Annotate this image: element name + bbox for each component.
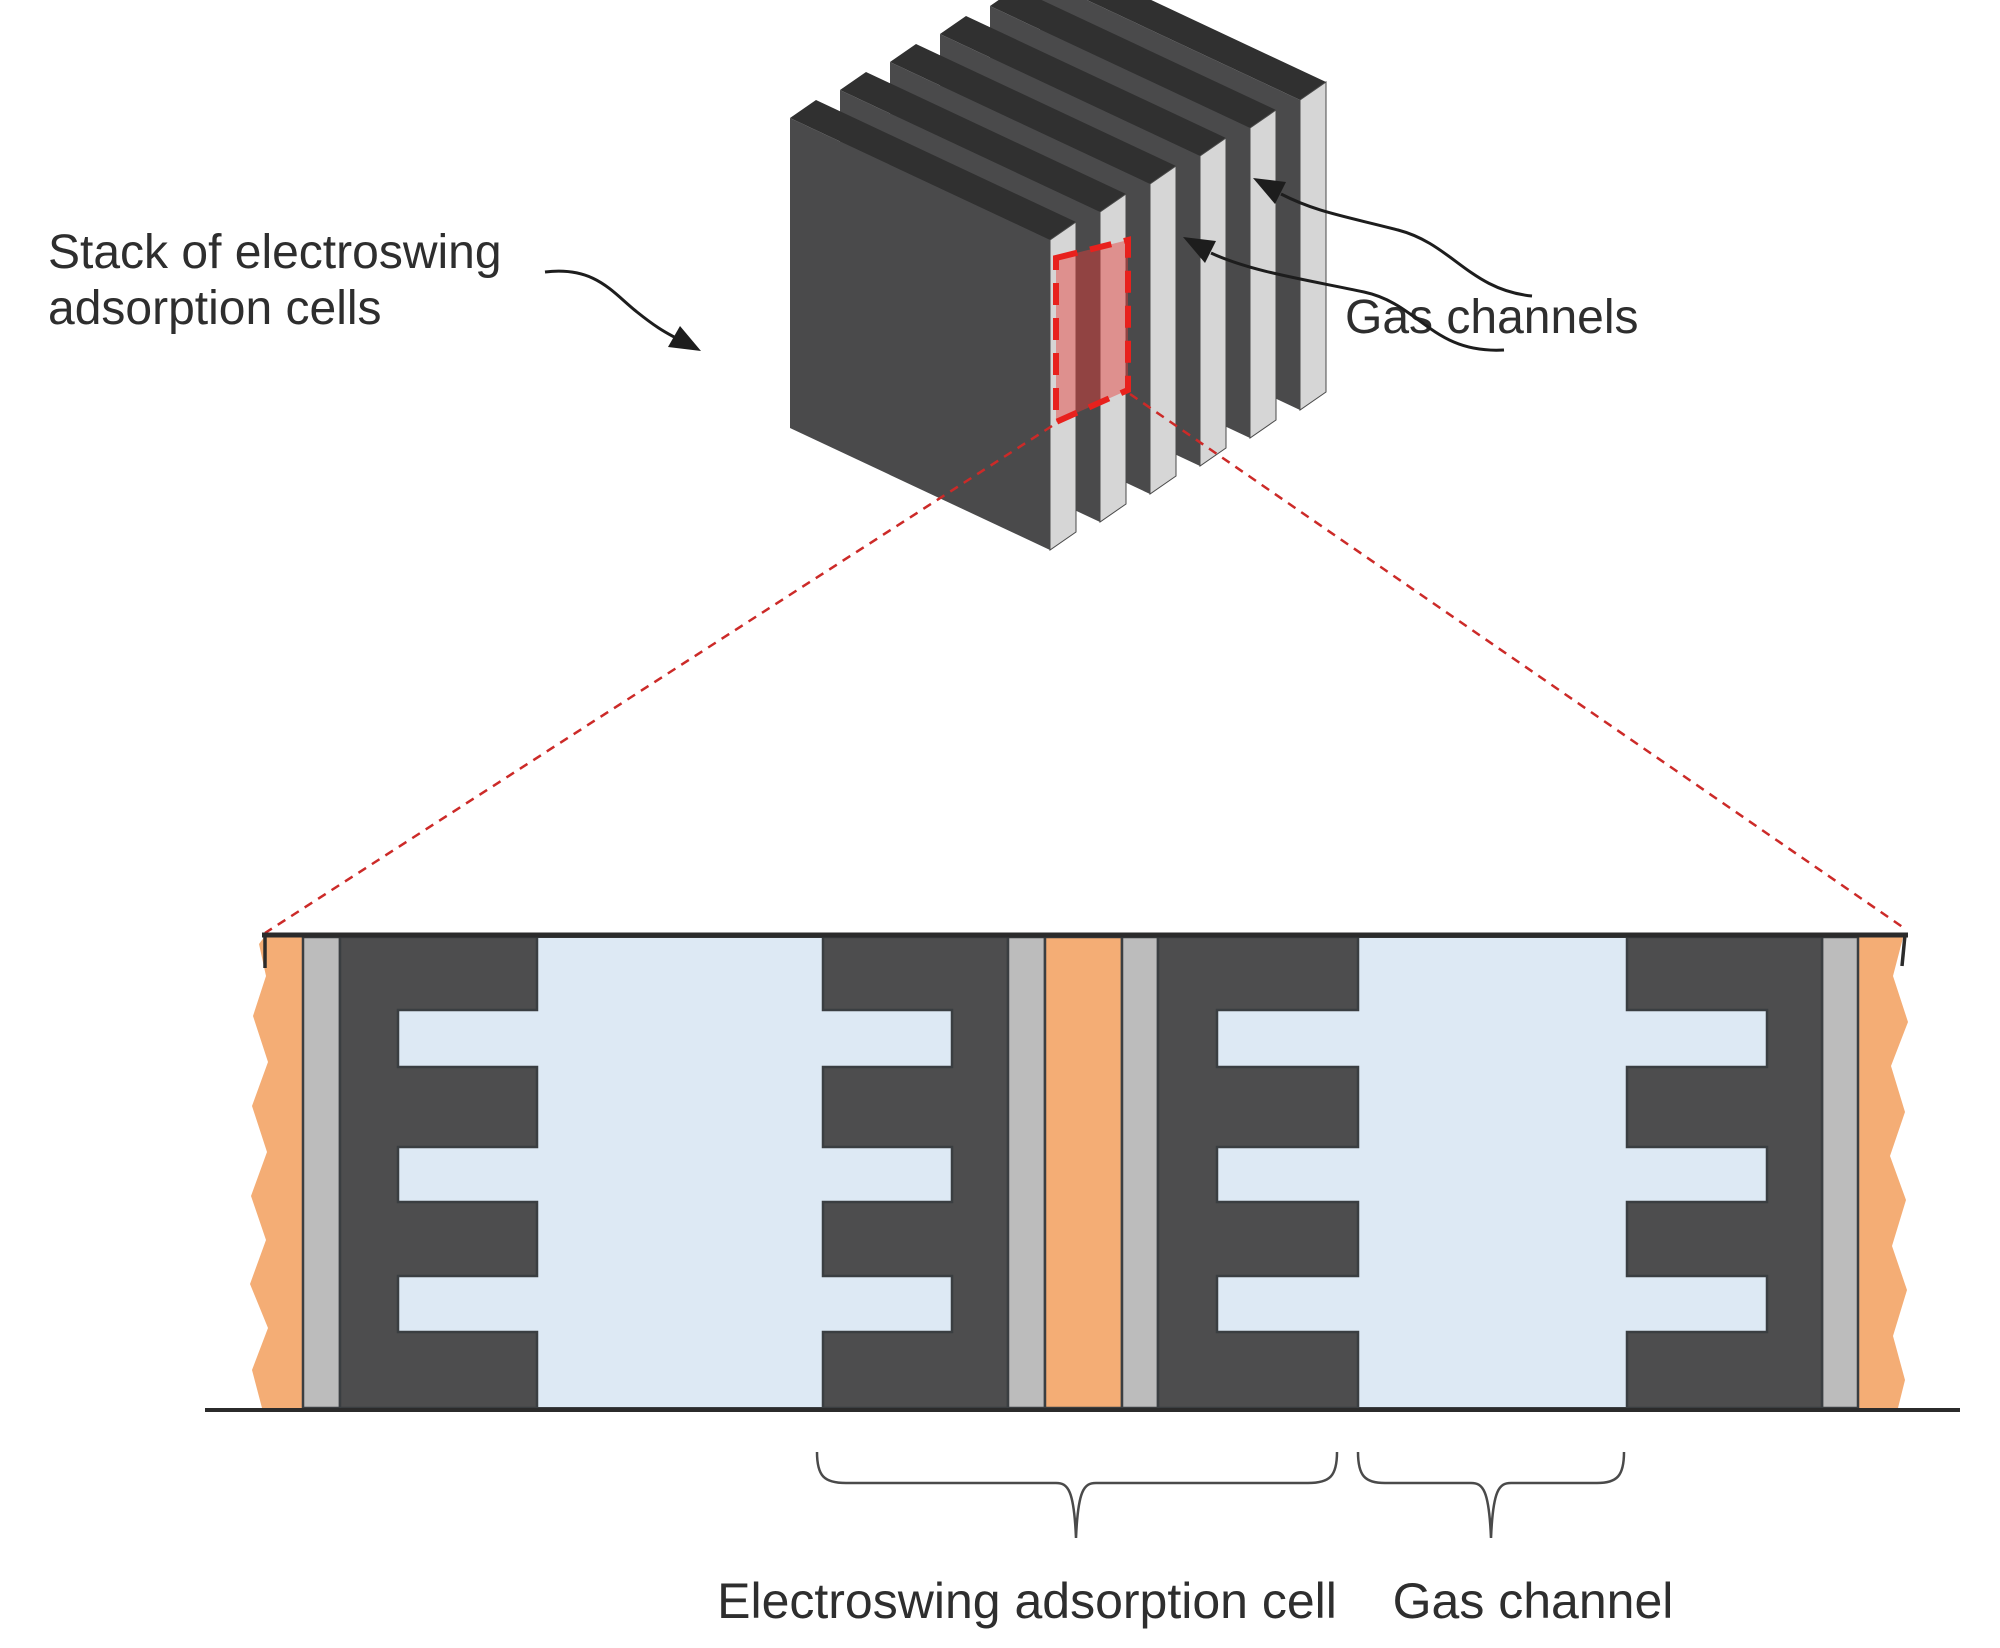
stack-label-line1: Stack of electroswing [48,226,502,279]
curved-arrow [1280,192,1533,298]
zoom-guide-line-right [1129,392,1905,930]
arrowhead-icon [1253,178,1286,204]
gas-channels-label: Gas channels [1345,291,1639,344]
edge-current-collector-left [250,936,303,1408]
gas-channels-annotation: Gas channels [1183,178,1639,352]
plate-top-face [790,100,1076,240]
zoom-highlight [264,236,1905,935]
cell-label: Electroswing adsorption cell [717,1573,1337,1629]
cross-section [205,932,1960,1412]
gas-channel-label: Gas channel [1393,1573,1674,1629]
separator-strip [1006,935,1047,1410]
gas-channel-region [397,936,953,1409]
plate-top-face [890,44,1176,184]
plate-top-face [990,0,1276,128]
curved-arrow [544,269,675,339]
plate-side-face [1299,81,1327,411]
plate-top-face [1086,0,1326,100]
plate-side-face [1149,165,1177,495]
curved-arrow [1210,251,1505,352]
adsorption-plate [790,100,1077,551]
brace-electroswing-cell [815,1451,1339,1539]
brace-gas-channel [1356,1451,1626,1539]
corner-tick-right [1900,934,1907,967]
plate-front-face [790,118,1050,550]
edge-current-collector-right [1858,934,1908,1408]
electrode-comb [338,935,539,1410]
separator-strip [301,935,342,1410]
arrowhead-icon [1183,237,1216,263]
plate-top-face [940,16,1226,156]
zoom-guide-line-left [264,424,1053,935]
stack-annotation: Stack of electroswing adsorption cells [48,226,701,351]
separator-strip [1820,935,1860,1410]
separator-strip [1120,935,1160,1410]
dashed-highlight-icon [1053,236,1131,427]
stack-label-line2: adsorption cells [48,282,382,335]
plate-side-face [1199,137,1227,467]
central-current-collector [1043,935,1124,1410]
plate-top-face [840,72,1126,212]
arrowhead-icon [668,326,701,351]
bottom-annotation: Electroswing adsorption cell Gas channel [717,1451,1674,1629]
electrode-comb [1156,935,1360,1410]
